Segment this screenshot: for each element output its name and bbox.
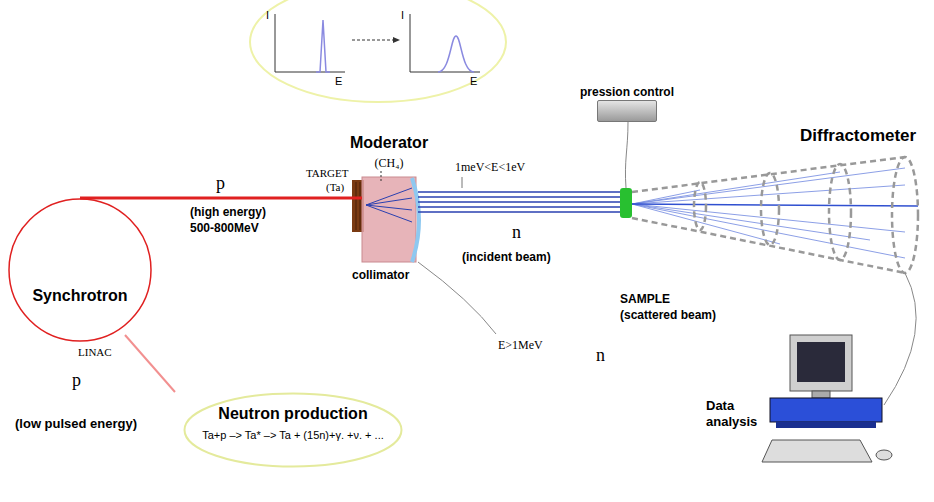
- particle-label: n: [596, 345, 605, 366]
- mouse: [876, 450, 892, 460]
- ring: [9, 199, 151, 341]
- screen: [797, 342, 845, 382]
- spectrum-plots: [250, 0, 506, 102]
- proton-beam: [80, 197, 362, 200]
- node-title: Moderator: [350, 133, 428, 152]
- axis-label: E: [335, 74, 342, 88]
- beam-label: (incident beam): [462, 250, 551, 265]
- leader-line: [418, 262, 496, 334]
- monitor-stand: [812, 391, 830, 398]
- neutron-fan: [366, 188, 412, 222]
- beam-label: (scattered beam): [620, 308, 716, 323]
- energy-range: E>1MeV: [498, 338, 543, 353]
- node-title: Synchrotron: [8, 286, 152, 305]
- scattered-rays: [632, 168, 905, 258]
- detector-rings: [632, 157, 918, 273]
- target-stripe: [356, 182, 357, 230]
- moderator-block: [362, 177, 416, 262]
- part-label: collimator: [352, 268, 409, 283]
- arrow-head: [393, 37, 400, 43]
- part-label: LINAC: [78, 345, 112, 359]
- data-wire: [884, 273, 916, 405]
- beam-energy: (low pulsed energy): [15, 416, 137, 432]
- particle-label: p: [72, 370, 81, 391]
- node-title: pression control: [580, 85, 674, 99]
- incident-beam: [418, 192, 620, 212]
- collimator-lens: [412, 178, 419, 262]
- broad-peak: [438, 36, 474, 72]
- keyboard: [762, 440, 872, 462]
- particle-label: n: [512, 222, 521, 243]
- dashed-arrow: [352, 40, 394, 41]
- target-stripe: [360, 182, 361, 230]
- monitor: [790, 335, 852, 391]
- part-label: TARGET: [306, 166, 349, 180]
- plot-axes: [275, 14, 345, 72]
- part-label: Data analysis: [706, 398, 768, 430]
- neutron-production-ellipse: Neutron productionTa+p –> Ta* –> Ta + (1…: [183, 392, 403, 468]
- computer: [762, 335, 892, 462]
- linac-line: [125, 335, 175, 392]
- energy-range: 1meV<E<1eV: [455, 160, 525, 175]
- axis-label: I: [401, 8, 404, 22]
- axis-label: I: [266, 8, 269, 22]
- node-title: Neutron production: [183, 404, 403, 423]
- instrument-title: Diffractometer: [800, 126, 916, 146]
- part-label: (Ta): [326, 180, 344, 194]
- axis-label: E: [470, 74, 477, 88]
- direct-ray: [632, 204, 918, 206]
- plot-axes: [410, 14, 480, 72]
- node-text: Ta+p –> Ta* –> Ta + (15n)+γ. +ν. + ...: [183, 429, 403, 442]
- beam-energy: (high energy): [190, 205, 266, 220]
- narrow-peak: [316, 20, 330, 72]
- diffractometer-cone: [632, 157, 918, 273]
- ring-outline: [8, 198, 152, 342]
- node-text: (CH₄): [375, 156, 404, 170]
- system-unit: [770, 398, 882, 422]
- beam-energy: 500-800MeV: [190, 221, 259, 236]
- sample: [620, 188, 632, 218]
- plot-callout-ellipse: [250, 0, 506, 102]
- leader-line: [462, 177, 463, 188]
- moderator: Moderator(CH₄): [362, 177, 416, 262]
- system-unit-base: [776, 422, 876, 428]
- part-label: SAMPLE: [620, 292, 670, 307]
- moderator-marker: [381, 171, 382, 182]
- control-wire: [625, 122, 628, 188]
- synchrotron-ring: Synchrotron: [8, 198, 152, 342]
- beam-particle: p: [216, 173, 225, 193]
- pression-control-box: pression control: [597, 100, 657, 122]
